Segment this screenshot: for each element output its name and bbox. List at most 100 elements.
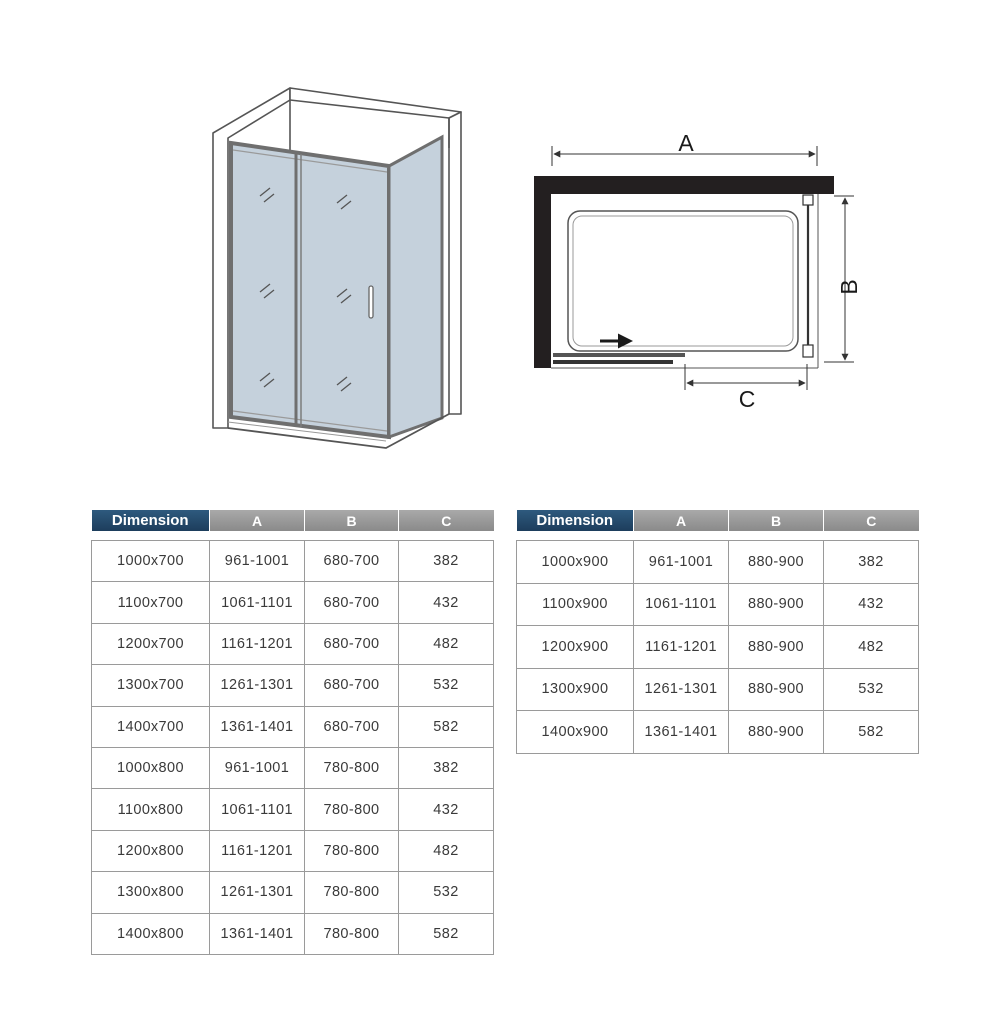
cell-dimension: 1100x800	[91, 788, 210, 831]
cell-b: 780-800	[304, 829, 399, 873]
cell-c: 582	[398, 912, 494, 955]
cell-c: 582	[398, 705, 494, 748]
cell-dimension: 1400x700	[91, 705, 210, 748]
cell-c: 532	[398, 664, 494, 707]
column-header-c: C	[823, 510, 919, 531]
cell-dimension: 1200x800	[91, 829, 210, 873]
cell-dimension: 1100x700	[91, 581, 210, 624]
cell-a: 1061-1101	[209, 581, 305, 624]
cell-dimension: 1400x900	[516, 710, 634, 754]
cell-b: 680-700	[304, 539, 399, 583]
cell-b: 880-900	[728, 540, 824, 584]
cell-b: 780-800	[304, 871, 399, 914]
cell-a: 1161-1201	[209, 829, 305, 873]
cell-c: 382	[398, 746, 494, 790]
cell-c: 482	[398, 622, 494, 666]
shower-tray	[567, 210, 799, 352]
cell-a: 1261-1301	[633, 667, 729, 711]
cell-c: 482	[398, 829, 494, 873]
cell-a: 1361-1401	[209, 705, 305, 748]
cell-a: 1061-1101	[633, 582, 729, 626]
cell-b: 780-800	[304, 788, 399, 831]
cell-c: 432	[398, 788, 494, 831]
cell-dimension: 1400x800	[91, 912, 210, 955]
cell-b: 880-900	[728, 582, 824, 626]
cell-b: 780-800	[304, 912, 399, 955]
cell-c: 382	[398, 539, 494, 583]
cell-b: 680-700	[304, 622, 399, 666]
dimension-b: B	[824, 195, 862, 363]
cell-dimension: 1000x900	[516, 540, 634, 584]
cell-a: 961-1001	[209, 539, 305, 583]
cell-c: 582	[823, 710, 919, 754]
cell-a: 961-1001	[209, 746, 305, 790]
cell-c: 432	[398, 581, 494, 624]
cell-dimension: 1300x800	[91, 871, 210, 914]
wall-outline	[534, 176, 834, 369]
plan-view-diagram: A B C	[534, 130, 862, 412]
shower-enclosure-illustration	[212, 87, 462, 449]
cell-a: 1161-1201	[633, 625, 729, 669]
cell-a: 1061-1101	[209, 788, 305, 831]
cell-dimension: 1300x900	[516, 667, 634, 711]
cell-a: 1361-1401	[209, 912, 305, 955]
column-header-a: A	[633, 510, 729, 531]
cell-dimension: 1200x700	[91, 622, 210, 666]
column-header-dimension: Dimension	[516, 510, 634, 531]
dimension-c: C	[684, 364, 808, 412]
front-sliding-panel	[229, 140, 391, 440]
cell-dimension: 1200x900	[516, 625, 634, 669]
cell-b: 880-900	[728, 710, 824, 754]
cell-b: 680-700	[304, 705, 399, 748]
column-header-b: B	[304, 510, 399, 531]
cell-dimension: 1300x700	[91, 664, 210, 707]
door-handle-icon	[368, 285, 374, 319]
cell-b: 880-900	[728, 667, 824, 711]
cell-b: 880-900	[728, 625, 824, 669]
column-header-c: C	[398, 510, 494, 531]
glass-reflection-icon	[259, 187, 352, 392]
cell-a: 1261-1301	[209, 664, 305, 707]
sliding-door-plan	[553, 353, 685, 364]
cell-a: 961-1001	[633, 540, 729, 584]
cell-a: 1161-1201	[209, 622, 305, 666]
cell-b: 680-700	[304, 581, 399, 624]
column-header-a: A	[209, 510, 305, 531]
side-panel-plan	[802, 194, 814, 358]
dimension-c-label: C	[739, 386, 756, 412]
dimension-a-label: A	[678, 130, 694, 156]
cell-dimension: 1100x900	[516, 582, 634, 626]
cell-c: 482	[823, 625, 919, 669]
table-header-row: Dimension A B C	[91, 510, 494, 531]
column-header-dimension: Dimension	[91, 510, 210, 531]
cell-dimension: 1000x700	[91, 539, 210, 583]
dimension-a: A	[551, 130, 818, 166]
cell-c: 432	[823, 582, 919, 626]
cell-c: 532	[398, 871, 494, 914]
cell-dimension: 1000x800	[91, 746, 210, 790]
dimension-b-label: B	[836, 279, 862, 294]
side-fixed-panel	[387, 134, 444, 440]
cell-a: 1361-1401	[633, 710, 729, 754]
table-header-row: Dimension A B C	[516, 510, 919, 531]
cell-c: 532	[823, 667, 919, 711]
cell-c: 382	[823, 540, 919, 584]
cell-b: 680-700	[304, 664, 399, 707]
cell-b: 780-800	[304, 746, 399, 790]
